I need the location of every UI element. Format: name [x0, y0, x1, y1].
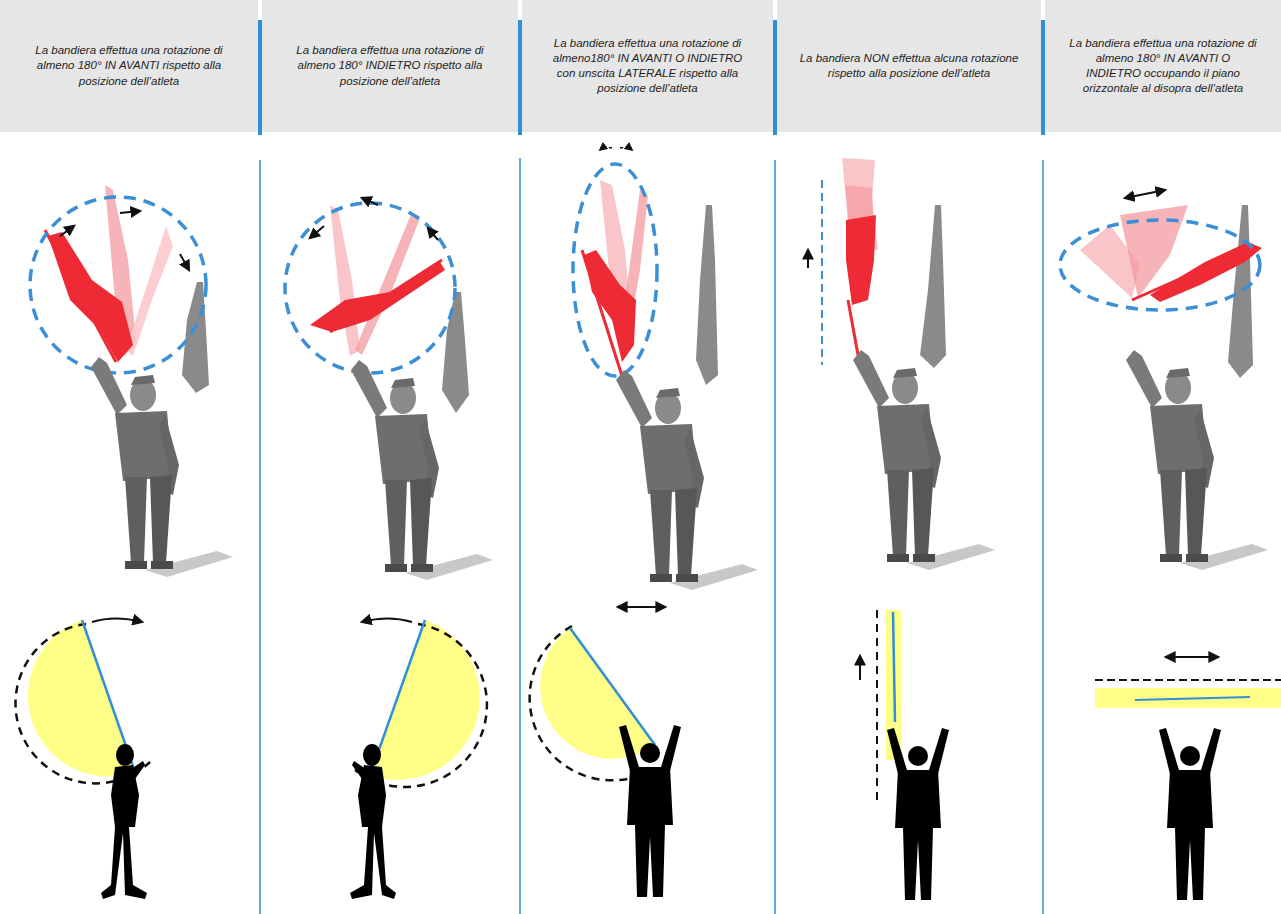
- horizontal-rotation-figure: [1060, 190, 1281, 900]
- column-separators: [258, 20, 1045, 914]
- header-text: La bandiera NON effettua alcuna rotazion…: [799, 51, 1019, 81]
- backward-rotation-figure: [285, 198, 493, 899]
- header-text: La bandiera effettua una rotazione di al…: [284, 43, 496, 89]
- header-cell: La bandiera effettua una rotazione di al…: [262, 0, 518, 132]
- header-cell: La bandiera NON effettua alcuna rotazion…: [777, 0, 1041, 132]
- header-cell: La bandiera effettua una rotazione di al…: [1045, 0, 1281, 132]
- forward-rotation-figure: [16, 185, 233, 899]
- header-cell: La bandiera effettua una rotazione di al…: [522, 0, 773, 132]
- header-text: La bandiera effettua una rotazione di al…: [22, 43, 236, 89]
- header-text: La bandiera effettua una rotazione di al…: [544, 36, 751, 97]
- no-rotation-figure: [808, 158, 995, 900]
- lateral-rotation-figure: [530, 147, 758, 897]
- header-cell: La bandiera effettua una rotazione di al…: [0, 0, 258, 132]
- header-text: La bandiera effettua una rotazione di al…: [1067, 36, 1259, 97]
